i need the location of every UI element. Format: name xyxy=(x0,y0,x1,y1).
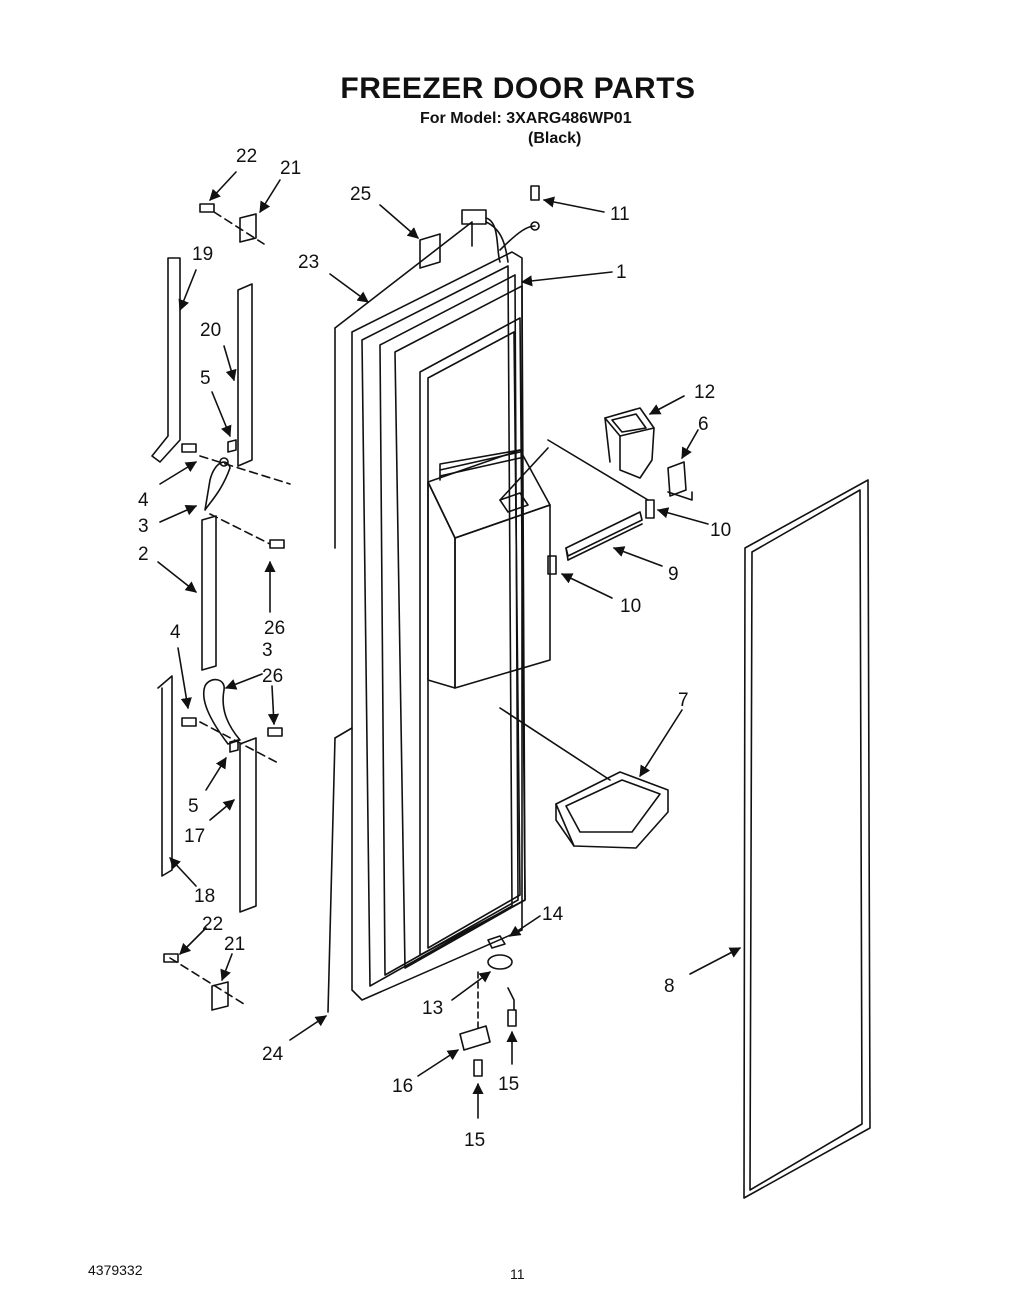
part-insulation-panel-upper xyxy=(334,221,473,549)
callout-c13: 13 xyxy=(422,998,443,1019)
part-end-cap-lower xyxy=(547,555,557,575)
part-handle-bar xyxy=(201,515,217,671)
callout-c22b: 22 xyxy=(202,914,223,935)
callout-c3b: 3 xyxy=(262,640,273,661)
assembly-guide-lines xyxy=(169,211,291,1005)
callout-c20: 20 xyxy=(200,320,221,341)
part-screws xyxy=(163,203,285,963)
part-hinge-assembly xyxy=(459,935,517,1077)
callout-c6: 6 xyxy=(698,414,709,435)
page-title: FREEZER DOOR PARTS xyxy=(340,72,696,105)
callout-c10b: 10 xyxy=(620,596,641,617)
callout-c24: 24 xyxy=(262,1044,284,1065)
callout-c21a: 21 xyxy=(280,158,301,179)
callout-c10a: 10 xyxy=(710,520,731,541)
callout-c15a: 15 xyxy=(498,1074,519,1095)
part-handle-trim-upper xyxy=(237,283,253,467)
part-door-gasket xyxy=(743,479,871,1199)
part-handle-mount-upper xyxy=(204,457,231,511)
part-bracket-6 xyxy=(667,461,693,501)
callout-c23: 23 xyxy=(298,252,319,273)
part-insulation-panel-lower xyxy=(327,727,353,1013)
callout-c15b: 15 xyxy=(464,1130,485,1151)
callout-c22a: 22 xyxy=(236,146,257,167)
callout-c26b: 26 xyxy=(262,666,283,687)
callout-c19: 19 xyxy=(192,244,213,265)
color-variant: (Black) xyxy=(528,130,582,147)
part-ice-funnel xyxy=(604,407,655,479)
part-end-cap-upper xyxy=(645,499,655,519)
callout-c25: 25 xyxy=(350,184,371,205)
callout-c17: 17 xyxy=(184,826,205,847)
callout-c11: 11 xyxy=(610,204,630,225)
part-handle-upper xyxy=(151,257,181,463)
page-number: 11 xyxy=(510,1266,525,1282)
callout-c2: 2 xyxy=(138,544,149,565)
part-clips xyxy=(211,213,257,1011)
callout-c1: 1 xyxy=(616,262,627,283)
part-handle-mount-lower xyxy=(203,678,241,745)
part-trim-rail xyxy=(565,511,643,561)
callout-c14: 14 xyxy=(542,904,564,925)
callout-c4a: 4 xyxy=(138,490,149,511)
callout-c12: 12 xyxy=(694,382,715,403)
document-number: 4379332 xyxy=(88,1262,143,1278)
part-handle-trim-lower xyxy=(239,737,257,913)
callout-c3a: 3 xyxy=(138,516,149,537)
part-dispenser-module xyxy=(427,447,551,689)
callout-c18: 18 xyxy=(194,886,215,907)
callout-c26a: 26 xyxy=(264,618,285,639)
model-number: For Model: 3XARG486WP01 xyxy=(420,110,632,127)
part-wire-harness xyxy=(461,185,540,263)
callout-c16: 16 xyxy=(392,1076,413,1097)
callout-c5b: 5 xyxy=(188,796,199,817)
callout-c9: 9 xyxy=(668,564,679,585)
leader-arrows xyxy=(157,171,741,1119)
part-handle-lower xyxy=(157,675,173,877)
callout-c7: 7 xyxy=(678,690,689,711)
callout-c5a: 5 xyxy=(200,368,211,389)
callout-c21b: 21 xyxy=(224,934,245,955)
callout-c4b: 4 xyxy=(170,622,181,643)
part-door-strip xyxy=(419,233,441,269)
part-door-bin xyxy=(499,707,669,849)
part-door-liner xyxy=(351,251,526,1001)
callout-c8: 8 xyxy=(664,976,675,997)
